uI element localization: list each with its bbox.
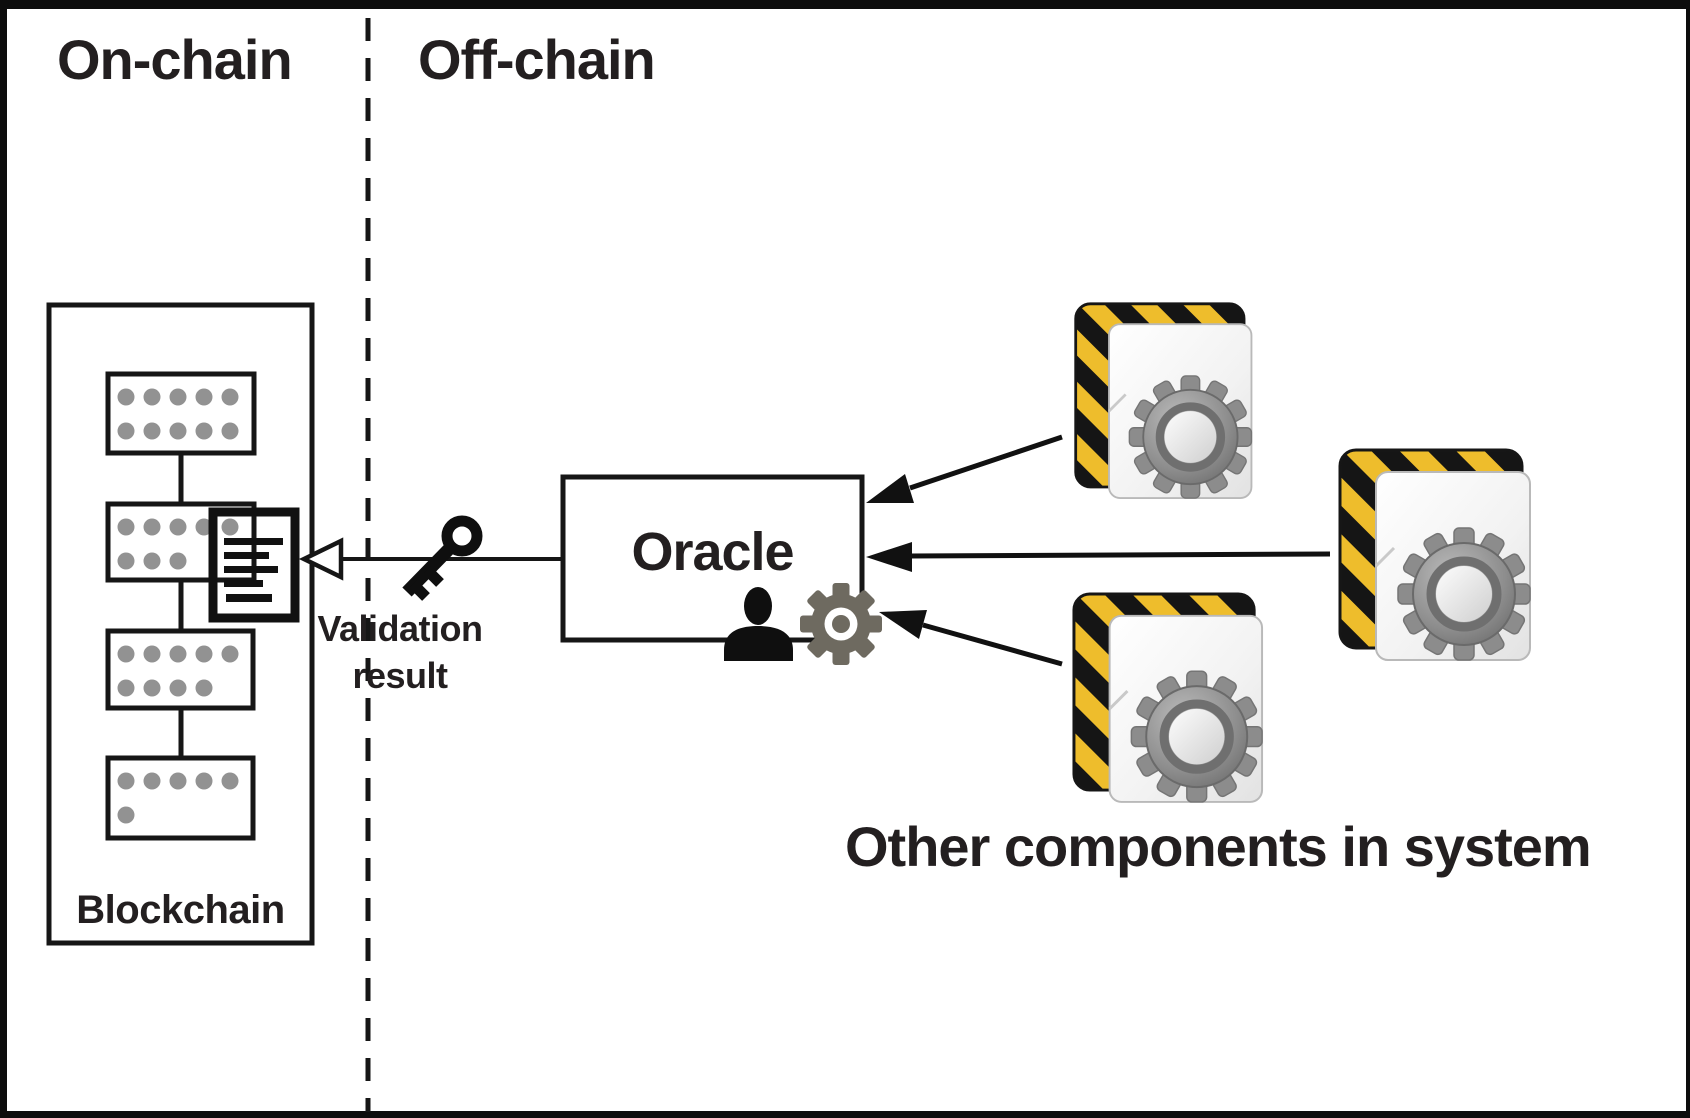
block-dot: [117, 422, 135, 440]
off-chain-label: Off-chain: [418, 28, 656, 91]
block-1: [105, 371, 257, 456]
block-dot: [117, 518, 135, 536]
block-dot: [221, 518, 239, 536]
block-dot: [221, 645, 239, 663]
component-arrow-bottom-line: [922, 622, 1063, 667]
block-dot: [143, 679, 161, 697]
block-dot: [169, 772, 187, 790]
document-icon: [208, 507, 300, 623]
component-arrow-middle-line: [909, 551, 1331, 559]
oracle-label: Oracle: [631, 522, 794, 582]
hollow-arrowhead: [298, 537, 344, 581]
block-dot: [195, 422, 213, 440]
on-chain-label: On-chain: [57, 28, 293, 91]
component-package-icon: [1076, 304, 1252, 498]
block-dot: [169, 422, 187, 440]
component-arrow-bottom-head: [879, 610, 927, 639]
block-dot: [117, 772, 135, 790]
block-dot: [221, 388, 239, 406]
block-dot: [169, 518, 187, 536]
component-package-icon: [1340, 450, 1530, 660]
block-dot: [195, 772, 213, 790]
block-dot: [143, 422, 161, 440]
block-dot: [195, 388, 213, 406]
block-dot: [117, 552, 135, 570]
component-package-icon: [1074, 594, 1262, 802]
block-dot: [195, 518, 213, 536]
block-dot: [195, 679, 213, 697]
oracle-box: [560, 474, 865, 643]
block-dot: [221, 422, 239, 440]
block-dot: [143, 772, 161, 790]
block-dot: [169, 679, 187, 697]
block-dot: [169, 645, 187, 663]
block-dot: [143, 552, 161, 570]
other-components-label: Other components in system: [845, 815, 1592, 878]
component-arrow-top-head: [866, 474, 914, 503]
block-dot: [195, 645, 213, 663]
block-dot: [169, 552, 187, 570]
component-arrows: [866, 434, 1331, 667]
block-dot: [117, 388, 135, 406]
block-dot: [117, 645, 135, 663]
component-arrow-top-line: [909, 434, 1063, 491]
validation-arrow: [298, 537, 563, 581]
validation-result-line1: Validation: [317, 608, 483, 649]
gear-icon: [800, 583, 882, 665]
validation-result-label: Validation result: [290, 606, 510, 700]
key-icon: [402, 515, 483, 601]
blockchain-box: [46, 302, 315, 946]
block-3: [105, 628, 256, 711]
block-4: [105, 755, 256, 841]
block-dot: [143, 518, 161, 536]
block-transaction-dots: [117, 388, 239, 824]
block-dot: [169, 388, 187, 406]
person-icon: [724, 587, 793, 661]
validation-result-line2: result: [352, 654, 448, 696]
block-dot: [117, 679, 135, 697]
block-dot: [143, 645, 161, 663]
block-dot: [221, 772, 239, 790]
block-dot: [143, 388, 161, 406]
component-arrow-middle-head: [866, 542, 912, 572]
block-dot: [117, 806, 135, 824]
blockchain-label: Blockchain: [76, 888, 285, 932]
